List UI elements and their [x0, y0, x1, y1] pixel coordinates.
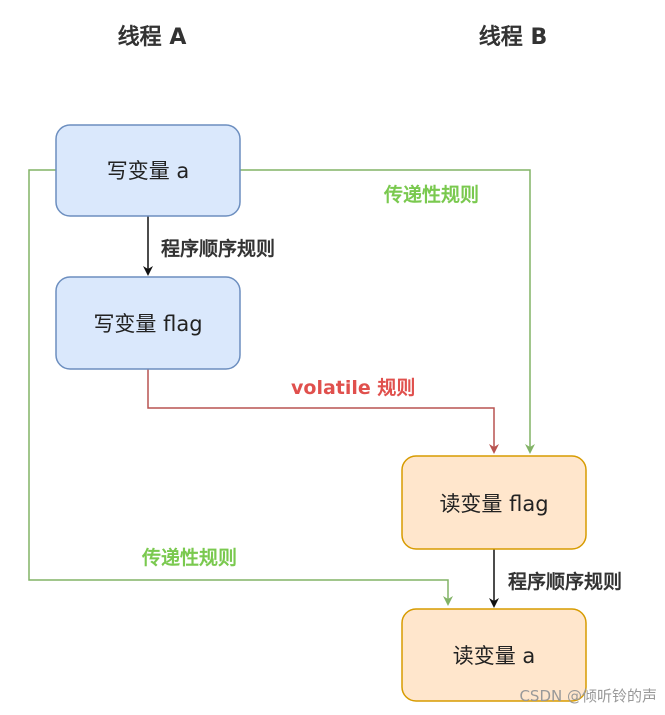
transitivity-edge-left	[28, 169, 453, 606]
node-read-a-label: 读变量 a	[453, 644, 536, 668]
node-read-flag-label: 读变量 flag	[439, 492, 548, 516]
node-write-a: 写变量 a	[55, 124, 241, 217]
node-write-flag: 写变量 flag	[55, 276, 241, 370]
watermark: CSDN @倾听铃的声	[519, 687, 657, 705]
header-thread-a: 线程 A	[118, 24, 187, 50]
node-read-a: 读变量 a	[401, 608, 587, 702]
node-write-a-label: 写变量 a	[107, 159, 190, 183]
label-program-order-a: 程序顺序规则	[161, 237, 275, 260]
label-volatile-rule: volatile 规则	[291, 376, 415, 399]
label-program-order-b: 程序顺序规则	[508, 570, 622, 593]
node-write-flag-label: 写变量 flag	[93, 312, 202, 336]
transitivity-edge-right	[240, 169, 535, 454]
label-transitivity-bottom: 传递性规则	[141, 546, 237, 569]
volatile-edge	[147, 369, 499, 454]
label-transitivity-top: 传递性规则	[383, 183, 479, 206]
header-thread-b: 线程 B	[479, 24, 547, 50]
node-read-flag: 读变量 flag	[401, 455, 587, 550]
